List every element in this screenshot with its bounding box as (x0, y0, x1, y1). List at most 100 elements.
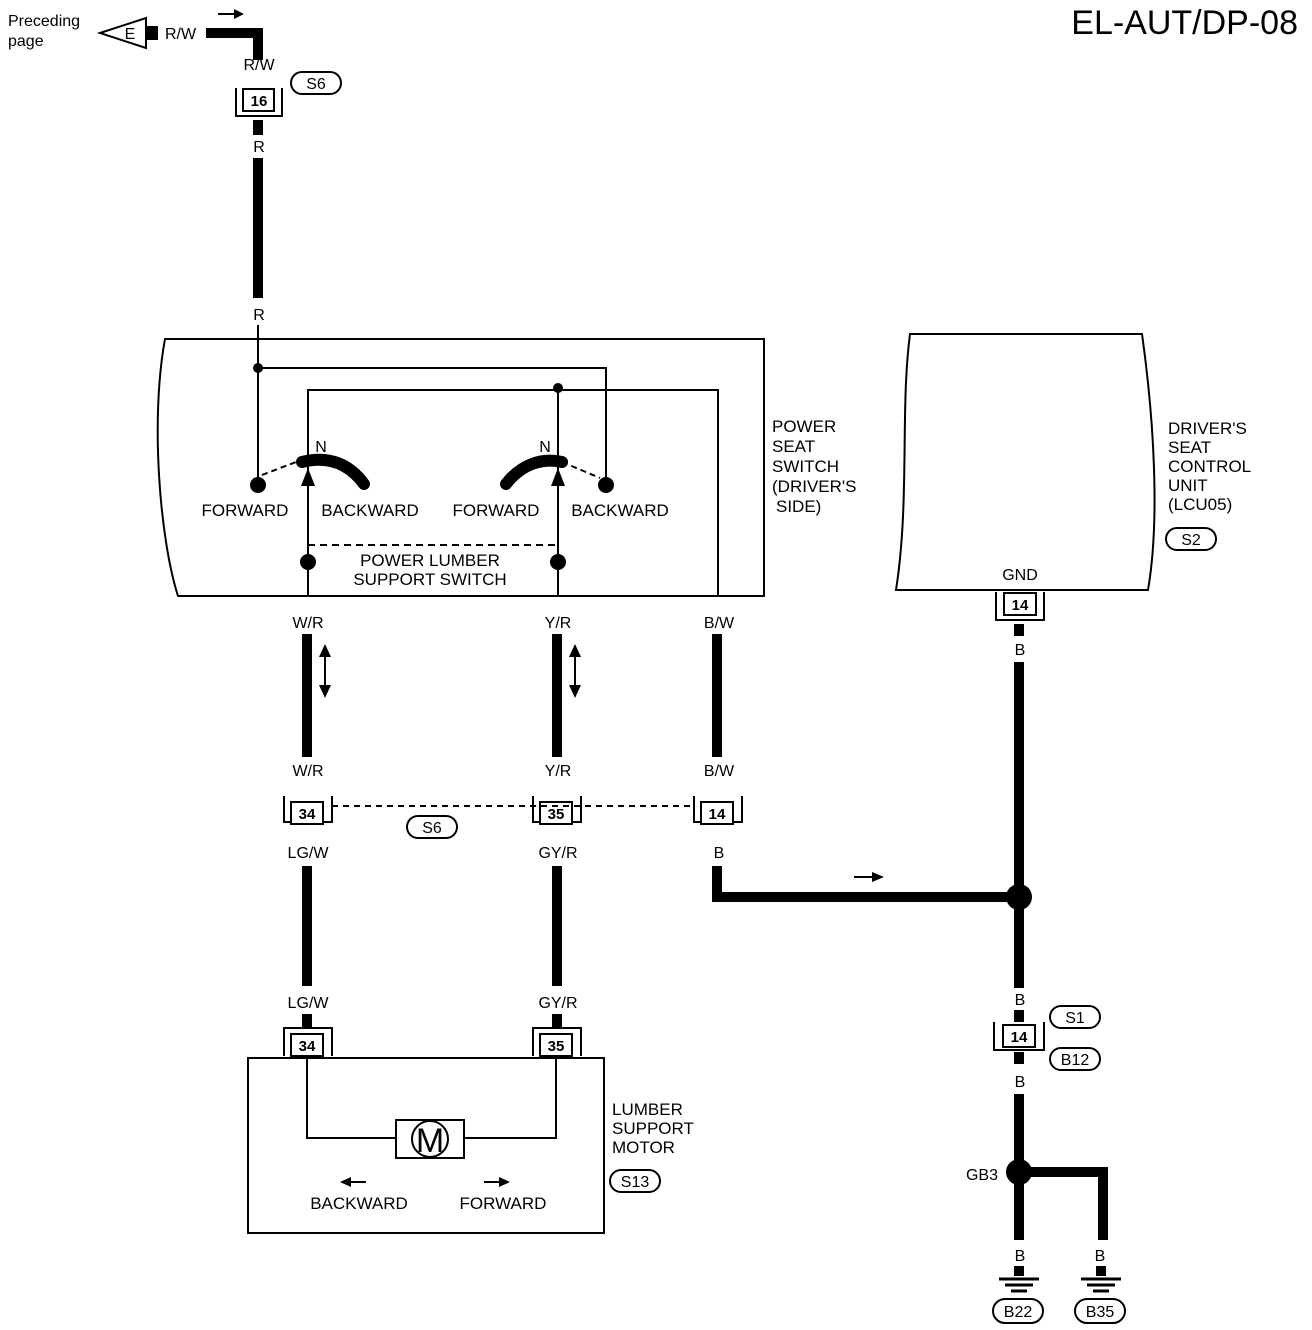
wire-label-wr-top: W/R (292, 615, 323, 632)
power-seat-switch-box (156, 338, 765, 597)
position-forward-right: FORWARD (453, 501, 540, 520)
wire-label-lgw-mid: LG/W (288, 845, 330, 862)
arrow-up-icon (551, 468, 565, 486)
wire-label-b-ground-upper: B (1015, 992, 1026, 1009)
wire-label-b-mid: B (714, 845, 725, 862)
page-code: EL-AUT/DP-08 (1071, 4, 1298, 42)
pin-14-ground: 14 (1011, 1029, 1028, 1046)
junction-dot (253, 363, 263, 373)
terminal-gnd: GND (1002, 567, 1038, 584)
switch-arm-right (500, 454, 568, 490)
junction-dot (553, 383, 563, 393)
terminal-lumber-right (550, 554, 566, 570)
wire-b-to-splice (712, 866, 1019, 902)
arrow-left-icon (340, 1177, 366, 1187)
ground-id-b35-badge (1074, 1298, 1126, 1324)
wire-label-gyr-motor: GY/R (538, 995, 577, 1012)
connector-id-s6-top: S6 (306, 76, 326, 93)
connector-35-harness (532, 796, 582, 825)
svg-text:SEAT: SEAT (772, 437, 815, 456)
svg-text:(LCU05): (LCU05) (1168, 495, 1232, 514)
connector-id-s2: S2 (1181, 532, 1201, 549)
motor-icon (395, 1119, 465, 1159)
arrow-right-icon (218, 9, 244, 19)
wire-label-wr-mid: W/R (292, 763, 323, 780)
splice-gb3-label: GB3 (966, 1167, 998, 1184)
connector-16 (235, 88, 283, 117)
wire-rw-top (206, 28, 263, 60)
lumber-switch-label-2: SUPPORT SWITCH (353, 570, 506, 589)
svg-text:UNIT: UNIT (1168, 476, 1208, 495)
wire-label-b-cu: B (1015, 642, 1026, 659)
connector-id-b12: B12 (1061, 1052, 1090, 1069)
motor-dir-backward: BACKWARD (310, 1194, 408, 1213)
power-seat-switch-name: POWER SEAT SWITCH (DRIVER'S SIDE) (772, 417, 856, 516)
splice-point (1006, 884, 1032, 910)
pin-34-motor: 34 (299, 1038, 316, 1055)
terminal-lumber-left (300, 554, 316, 570)
motor-dir-forward: FORWARD (460, 1194, 547, 1213)
position-backward-right: BACKWARD (571, 501, 669, 520)
svg-text:CONTROL: CONTROL (1168, 457, 1251, 476)
ground-id-b35: B35 (1086, 1304, 1115, 1321)
motor-symbol: M (416, 1122, 444, 1160)
neutral-label-right: N (539, 439, 551, 456)
preceding-label-1: Preceding (8, 13, 80, 30)
arrow-right-icon (484, 1177, 510, 1187)
svg-text:SIDE): SIDE) (776, 497, 821, 516)
connector-14-cu (995, 592, 1045, 621)
pin-35-harness: 35 (548, 806, 565, 823)
switch-arm-left (296, 453, 370, 490)
ground-symbol-icon (999, 1277, 1039, 1293)
connector-id-s6-top-badge (290, 71, 342, 95)
wire-label-lgw-motor: LG/W (288, 995, 330, 1012)
wire-label-b-ground-lower: B (1015, 1074, 1026, 1091)
double-arrow-icon (569, 644, 581, 698)
svg-text:SEAT: SEAT (1168, 438, 1211, 457)
pin-35-motor: 35 (548, 1038, 565, 1055)
connector-34-motor (283, 1027, 333, 1057)
svg-text:POWER: POWER (772, 417, 836, 436)
position-forward-left: FORWARD (202, 501, 289, 520)
ground-symbol-icon (1081, 1277, 1121, 1293)
wire-label-r-upper: R (253, 139, 265, 156)
connector-34-harness (283, 796, 333, 825)
wire-label-bw-top: B/W (704, 615, 735, 632)
lumber-motor-box (247, 1057, 605, 1234)
svg-text:SUPPORT: SUPPORT (612, 1119, 694, 1138)
neutral-label-left: N (315, 439, 327, 456)
svg-text:LUMBER: LUMBER (612, 1100, 683, 1119)
connector-id-s13: S13 (621, 1174, 650, 1191)
arrow-up-icon (301, 468, 315, 486)
connector-id-s1-badge (1049, 1005, 1101, 1029)
connector-id-b12-badge (1049, 1047, 1101, 1071)
connector-35-motor (532, 1027, 582, 1057)
ground-id-b22: B22 (1004, 1304, 1033, 1321)
preceding-connector-icon (96, 16, 158, 50)
preceding-label-2: page (8, 33, 44, 50)
pin-34-harness: 34 (299, 806, 316, 823)
terminal-backward-right (598, 477, 614, 493)
lumber-switch-label-1: POWER LUMBER (360, 551, 500, 570)
motor-name: LUMBER SUPPORT MOTOR (612, 1100, 694, 1157)
arrow-right-icon (854, 872, 884, 882)
preceding-connector-letter: E (125, 26, 136, 43)
wire-b-gnd-branch (1019, 1167, 1108, 1240)
control-unit-name: DRIVER'S SEAT CONTROL UNIT (LCU05) (1168, 419, 1251, 514)
connector-14-ground (993, 1022, 1045, 1051)
position-backward-left: BACKWARD (321, 501, 419, 520)
control-unit-box (894, 333, 1156, 591)
connector-14-harness (693, 796, 743, 825)
svg-text:SWITCH: SWITCH (772, 457, 839, 476)
ground-id-b22-badge (992, 1298, 1044, 1324)
wire-label-rw: R/W (243, 57, 275, 74)
wire-label-gyr-mid: GY/R (538, 845, 577, 862)
connector-id-s13-badge (609, 1169, 661, 1193)
connector-id-s6-mid-badge (406, 815, 458, 839)
wire-label-b-right-ground: B (1095, 1248, 1106, 1265)
terminal-forward-left (250, 477, 266, 493)
pin-14-cu: 14 (1012, 597, 1029, 614)
pin-16: 16 (251, 93, 268, 110)
connector-id-s1: S1 (1065, 1010, 1085, 1027)
